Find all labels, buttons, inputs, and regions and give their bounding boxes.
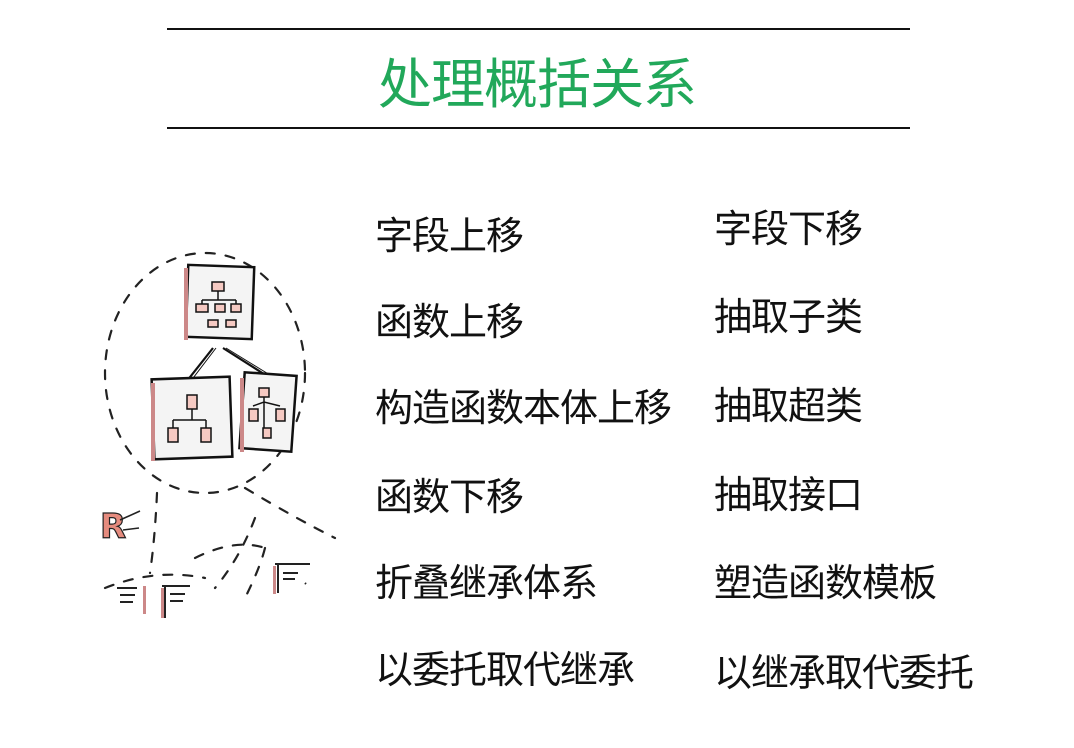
r-badge-icon: R bbox=[100, 507, 126, 547]
list-item: 函数下移 bbox=[375, 475, 524, 519]
top-divider bbox=[167, 28, 910, 30]
parent-class-icon bbox=[184, 263, 256, 341]
list-item: 字段下移 bbox=[714, 207, 863, 251]
child-class-icon bbox=[238, 370, 298, 454]
list-item: 抽取超类 bbox=[714, 384, 863, 428]
list-item: 函数上移 bbox=[375, 300, 524, 344]
list-item: 以委托取代继承 bbox=[375, 648, 635, 692]
child-class-icon bbox=[150, 375, 234, 461]
list-item: 构造函数本体上移 bbox=[375, 386, 672, 430]
list-item: 塑造函数模板 bbox=[714, 561, 937, 605]
bottom-divider bbox=[167, 127, 910, 129]
class-hierarchy-illustration: R bbox=[99, 251, 337, 618]
list-item: 抽取接口 bbox=[714, 473, 863, 517]
slide-title: 处理概括关系 bbox=[378, 53, 697, 116]
list-item: 字段上移 bbox=[375, 214, 524, 258]
list-item: 折叠继承体系 bbox=[375, 561, 598, 605]
list-item: 以继承取代委托 bbox=[714, 651, 974, 695]
list-item: 抽取子类 bbox=[714, 295, 863, 339]
